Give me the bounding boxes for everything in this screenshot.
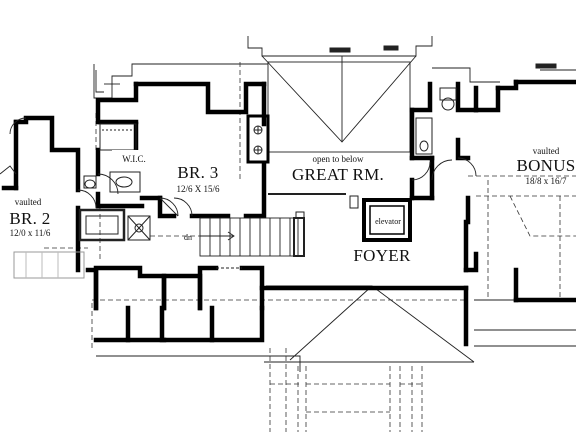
bonus-name: BONUS bbox=[516, 156, 575, 175]
walls bbox=[1, 79, 576, 347]
fixtures bbox=[13, 45, 557, 279]
elevator-label: elevator bbox=[375, 217, 401, 226]
great-room-note: open to below bbox=[313, 154, 364, 164]
foyer-name: FOYER bbox=[353, 246, 411, 265]
br2-name: BR. 2 bbox=[9, 209, 50, 228]
dashed-overhead-lines bbox=[44, 62, 576, 432]
room-labels: vaulted BR. 2 12/0 x 11/6 BR. 3 12/6 X 1… bbox=[9, 146, 575, 265]
br3-dimensions: 12/6 X 15/6 bbox=[176, 184, 220, 194]
bonus-note: vaulted bbox=[533, 146, 560, 156]
wic-label: W.I.C. bbox=[122, 154, 145, 164]
bonus-dimensions: 18/8 x 16/7 bbox=[525, 176, 567, 186]
br2-note: vaulted bbox=[15, 197, 42, 207]
stair-down-label: dn bbox=[184, 233, 192, 242]
doors bbox=[0, 117, 477, 269]
stairs bbox=[199, 217, 305, 257]
great-room-name: GREAT RM. bbox=[292, 165, 384, 184]
br3-name: BR. 3 bbox=[177, 163, 218, 182]
br2-dimensions: 12/0 x 11/6 bbox=[10, 228, 51, 238]
